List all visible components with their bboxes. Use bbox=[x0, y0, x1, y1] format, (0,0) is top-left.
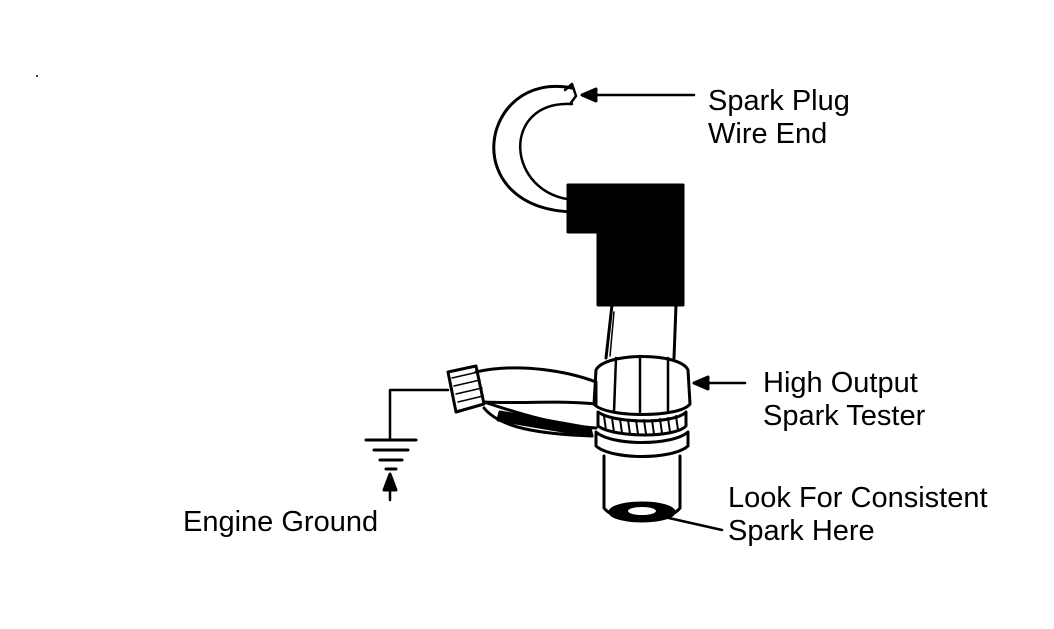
spark-plug-wire bbox=[492, 82, 578, 214]
label-high-output-spark-tester-line2: Spark Tester bbox=[763, 400, 926, 432]
ground-symbol bbox=[364, 438, 418, 471]
label-engine-ground: Engine Ground bbox=[183, 506, 379, 538]
label-spark-plug-wire-end-line2: Wire End bbox=[708, 118, 828, 150]
label-spark-plug-wire-end-line1: Spark Plug bbox=[708, 85, 850, 117]
label-high-output-spark-tester-line1: High Output bbox=[763, 367, 918, 399]
tester-neck bbox=[604, 303, 678, 360]
label-look-for-consistent-spark-line1: Look For Consistent bbox=[728, 482, 988, 514]
label-high-output-spark-tester: High Output Spark Tester bbox=[763, 367, 925, 433]
label-spark-plug-wire-end: Spark Plug Wire End bbox=[708, 85, 850, 151]
alligator-clip bbox=[446, 364, 598, 438]
spark-plug-boot bbox=[566, 183, 685, 307]
tester-threads bbox=[596, 410, 688, 437]
label-look-for-consistent-spark: Look For Consistent Spark Here bbox=[728, 482, 988, 548]
leader-spark-here bbox=[658, 514, 724, 532]
tester-body bbox=[602, 454, 682, 523]
leader-wire-end bbox=[580, 87, 696, 103]
tester-washer bbox=[594, 430, 690, 458]
arrow-engine-ground bbox=[382, 472, 398, 502]
leader-spark-tester bbox=[692, 375, 747, 391]
tester-hex-nut bbox=[592, 354, 692, 416]
ground-wire bbox=[388, 388, 450, 442]
label-look-for-consistent-spark-line2: Spark Here bbox=[728, 515, 875, 547]
